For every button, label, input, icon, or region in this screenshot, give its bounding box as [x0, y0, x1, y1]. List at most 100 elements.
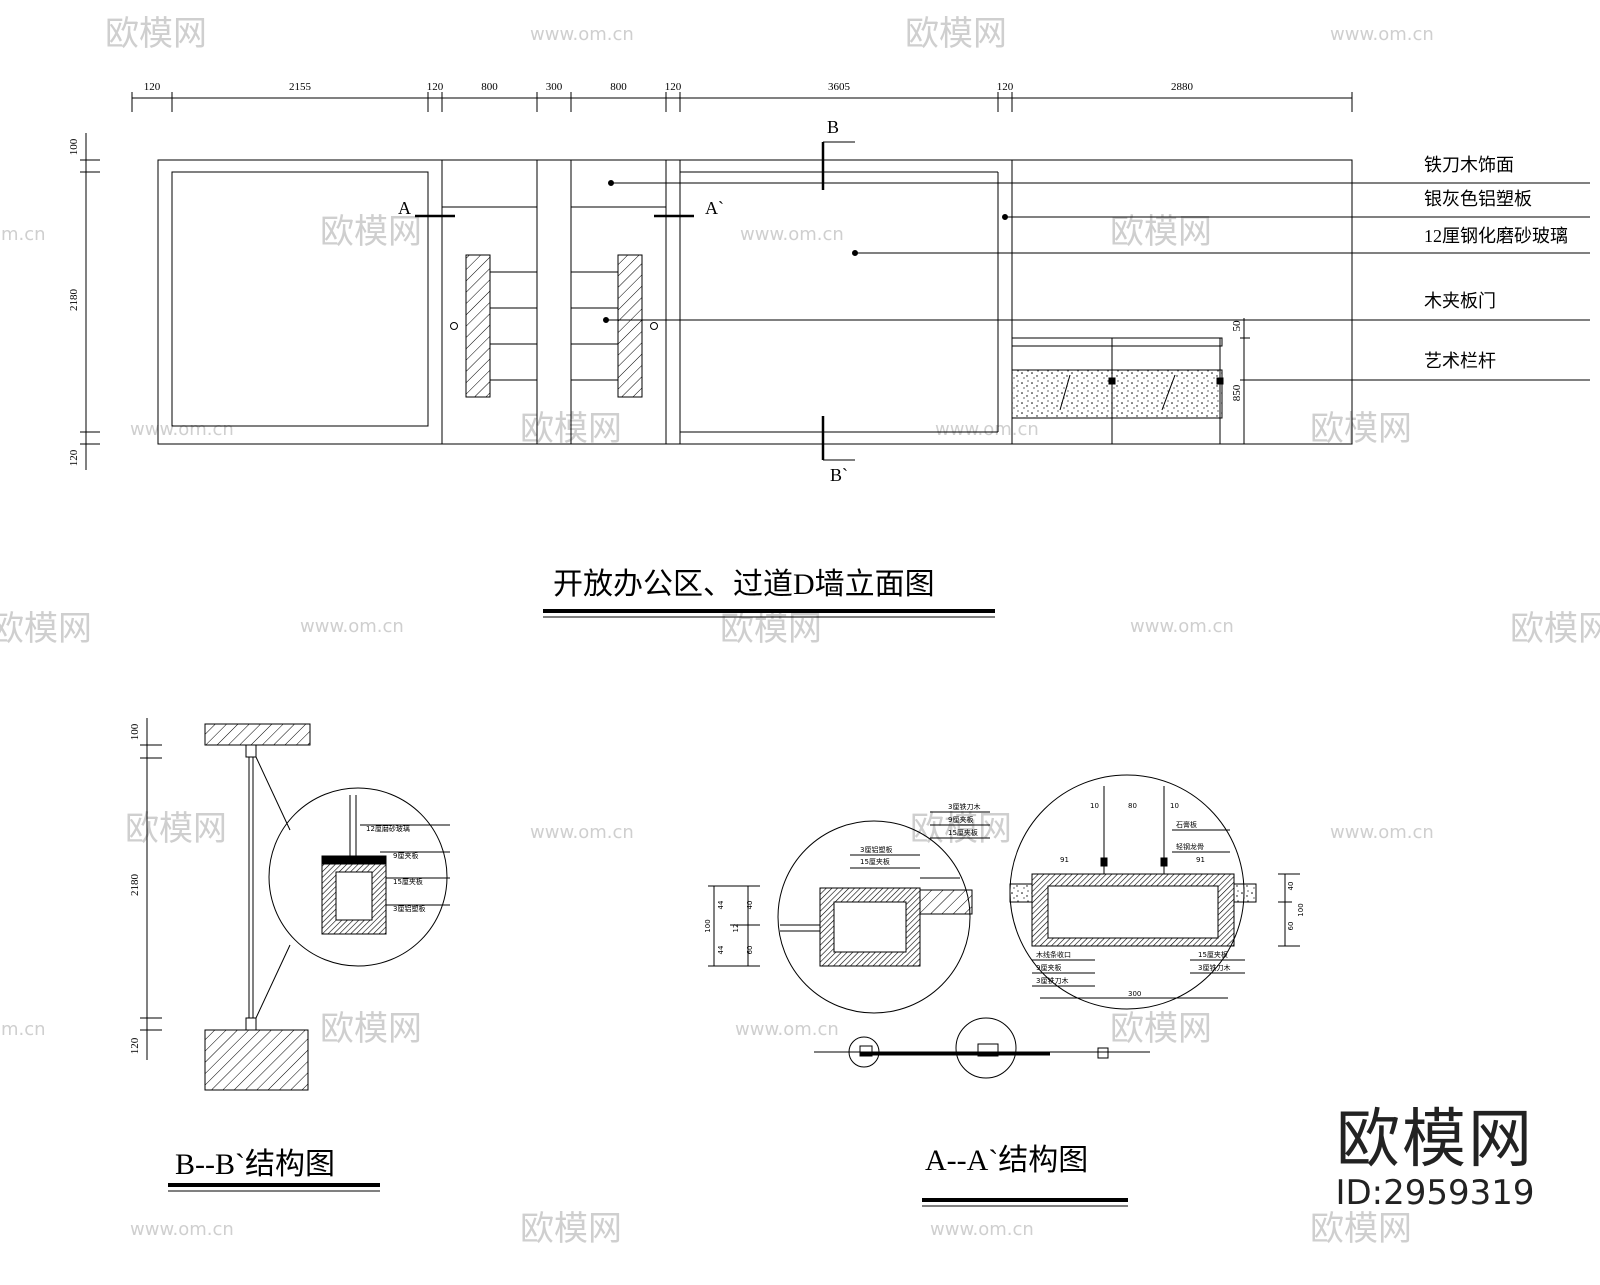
- detail-label: 15厘夹板: [948, 828, 978, 837]
- dim-label: 10: [1170, 802, 1179, 810]
- section-mark-a-prime: A`: [705, 198, 724, 218]
- watermark-url: om.cn: [0, 224, 46, 245]
- dim-label: 44: [717, 900, 725, 909]
- watermark-brand: 欧模网: [320, 212, 422, 252]
- brand-id: ID:2959319: [1335, 1173, 1535, 1213]
- left-dim-2180: 2180: [68, 289, 80, 312]
- b-dim-120: 120: [129, 1037, 141, 1054]
- dim-label: 91: [1060, 856, 1069, 864]
- dim-label: 40: [1287, 882, 1295, 891]
- detail-label: 3厘铁刀木: [1198, 963, 1230, 972]
- watermark-url: www.om.cn: [530, 24, 634, 45]
- top-dimension-label: 120: [144, 81, 161, 93]
- b-dim-2180: 2180: [129, 874, 141, 897]
- left-dim-100: 100: [68, 138, 80, 155]
- section-b-title: B--B`结构图: [175, 1148, 335, 1181]
- dim-label: 80: [1128, 802, 1137, 810]
- detail-label: 15厘夹板: [860, 857, 890, 866]
- elevation-title: 开放办公区、过道D墙立面图: [553, 568, 935, 601]
- detail-label: 12厘磨砂玻璃: [366, 824, 410, 833]
- section-a-title: A--A`结构图: [925, 1144, 1088, 1177]
- top-dimension-label: 120: [997, 81, 1014, 93]
- watermark-brand: 欧模网: [520, 1209, 622, 1249]
- watermark-brand: 欧模网: [910, 809, 1012, 849]
- top-dimension-label: 120: [665, 81, 682, 93]
- detail-label: 木线条收口: [1036, 950, 1071, 959]
- top-dimension-label: 2155: [289, 81, 312, 93]
- watermark-brand: 欧模网: [105, 14, 207, 54]
- callout-label: 艺术栏杆: [1424, 351, 1496, 371]
- callout-label: 银灰色铝塑板: [1424, 189, 1532, 209]
- section-mark-b-prime: B`: [830, 465, 848, 485]
- top-dimension-label: 800: [481, 81, 498, 93]
- watermark-url: www.om.cn: [935, 419, 1039, 440]
- detail-label: 3厘铝塑板: [860, 845, 892, 854]
- detail-label: 3厘铁刀木: [948, 802, 980, 811]
- watermark-url: www.om.cn: [1330, 822, 1434, 843]
- watermark-brand: 欧模网: [1510, 609, 1600, 649]
- detail-label: 3厘铝塑板: [393, 904, 425, 913]
- top-dimension-label: 3605: [828, 81, 851, 93]
- top-dimension-label: 2880: [1171, 81, 1194, 93]
- watermark-brand: 欧模网: [320, 1009, 422, 1049]
- section-b-texts: 100 2180 120 12厘磨砂玻璃 9厘夹板 15厘夹板 3厘铝塑板 B-…: [129, 723, 425, 1181]
- watermark-brand: 欧模网: [0, 609, 92, 649]
- callout-label: 铁刀木饰面: [1424, 155, 1514, 175]
- dim-label: 44: [717, 945, 725, 954]
- detail-label: 3厘铁刀木: [1036, 976, 1068, 985]
- watermark-url: www.om.cn: [930, 1219, 1034, 1240]
- dim-label: 300: [1128, 990, 1141, 998]
- dim-label: 100: [704, 919, 712, 932]
- right-dim-50: 50: [1231, 320, 1243, 332]
- elevation-drawing: [80, 92, 1590, 618]
- detail-label: 9厘夹板: [1036, 963, 1061, 972]
- watermark-brand: 欧模网: [1310, 409, 1412, 449]
- watermark-url: www.om.cn: [735, 1019, 839, 1040]
- section-mark-b: B: [827, 117, 839, 137]
- detail-label: 15厘夹板: [1198, 950, 1228, 959]
- dim-label: 40: [746, 901, 754, 910]
- brand-name: 欧模网: [1336, 1103, 1534, 1177]
- detail-label: 轻钢龙骨: [1176, 842, 1204, 851]
- watermark-url: www.om.cn: [530, 822, 634, 843]
- watermark-brand: 欧模网: [1110, 212, 1212, 252]
- dim-label: 91: [1196, 856, 1205, 864]
- left-dim-120: 120: [68, 449, 80, 466]
- watermark-url: www.om.cn: [1330, 24, 1434, 45]
- detail-label: 9厘夹板: [948, 815, 973, 824]
- watermark-brand: 欧模网: [1310, 1209, 1412, 1249]
- callout-label: 木夹板门: [1424, 291, 1496, 311]
- elevation-texts: 120 2155 120 800 300 800 120 3605 120 2880 100 21…: [68, 81, 1568, 601]
- watermark-brand: 欧模网: [125, 809, 227, 849]
- watermark-url: www.om.cn: [130, 419, 234, 440]
- top-dimension-label: 300: [546, 81, 563, 93]
- watermark-url: www.om.cn: [1130, 616, 1234, 637]
- section-a-drawing: [708, 774, 1300, 1207]
- top-dimension-label: 800: [610, 81, 627, 93]
- right-dim-850: 850: [1231, 384, 1243, 401]
- section-a-texts: 3厘铝塑板 15厘夹板 3厘铁刀木 9厘夹板 15厘夹板 44 40 100 1…: [704, 802, 1305, 1177]
- watermark-brand: 欧模网: [720, 609, 822, 649]
- detail-label: 9厘夹板: [393, 851, 418, 860]
- dim-label: 10: [1090, 802, 1099, 810]
- detail-label: 石膏板: [1176, 820, 1197, 829]
- dim-label: 60: [746, 946, 754, 955]
- brand-stamp: 欧模网 ID:2959319: [1325, 1108, 1545, 1210]
- top-dimension-label: 120: [427, 81, 444, 93]
- watermark-brand: 欧模网: [905, 14, 1007, 54]
- dim-label: 60: [1287, 922, 1295, 931]
- dim-label: 100: [1297, 903, 1305, 916]
- b-dim-100: 100: [129, 723, 141, 740]
- watermark-url: om.cn: [0, 1019, 46, 1040]
- watermark-brand: 欧模网: [1110, 1009, 1212, 1049]
- dim-label: 12: [732, 924, 740, 933]
- callout-label: 12厘钢化磨砂玻璃: [1424, 226, 1568, 246]
- section-b-drawing: [140, 718, 450, 1192]
- watermark-url: www.om.cn: [740, 224, 844, 245]
- watermark-url: www.om.cn: [300, 616, 404, 637]
- section-mark-a: A: [398, 198, 411, 218]
- watermark-url: www.om.cn: [130, 1219, 234, 1240]
- detail-label: 15厘夹板: [393, 877, 423, 886]
